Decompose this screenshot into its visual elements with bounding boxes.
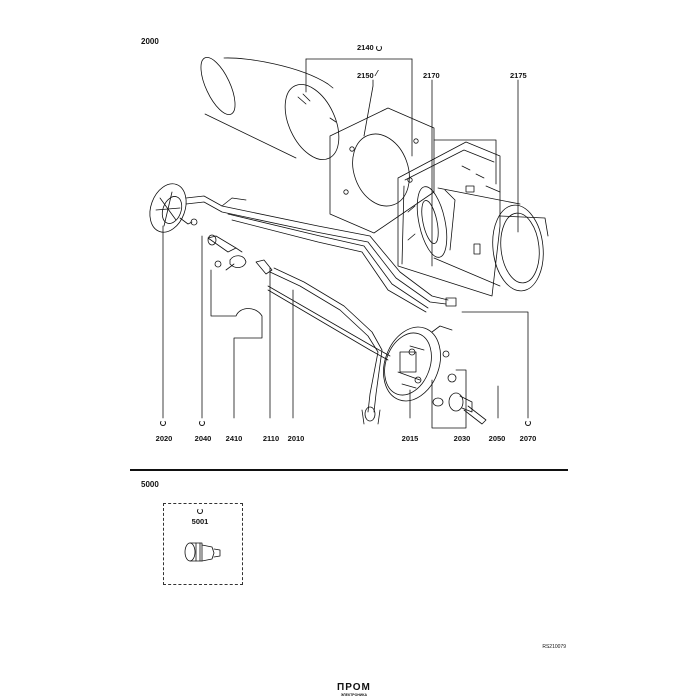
- callout-2170: 2170: [423, 71, 440, 80]
- replacement-part-icon: [197, 508, 203, 514]
- section-2000-label: 2000: [141, 37, 159, 46]
- rod-drawing: [267, 285, 391, 361]
- leader-lines-bottom: [162, 225, 529, 429]
- oil-line-drawing: [255, 259, 383, 425]
- callout-2040: 2040: [194, 434, 212, 443]
- kit-fitting-drawing: [184, 542, 221, 562]
- callout-2150: 2150: [357, 71, 374, 80]
- fan-disc-drawing: [149, 183, 198, 233]
- head-assembly-drawing: [383, 325, 453, 402]
- electrode-rods-drawing: [185, 195, 457, 313]
- callout-2050: 2050: [488, 434, 506, 443]
- kit-dashed-box: [163, 503, 243, 585]
- nozzle-drawing: [207, 234, 243, 253]
- logo-main-text: ПРОМ: [337, 682, 371, 693]
- drawing-reference: RS210079: [542, 644, 566, 650]
- callout-2175: 2175: [510, 71, 527, 80]
- logo-sub-text: ЭЛЕКТРОНИКА: [340, 693, 368, 697]
- wrench-icon: ⁄: [376, 69, 378, 78]
- gasket-plate-drawing: [329, 107, 435, 234]
- replacement-part-icon: [199, 420, 205, 426]
- callout-2140: 2140: [357, 43, 374, 52]
- blast-tube-drawing: [200, 57, 340, 160]
- callout-2030: 2030: [453, 434, 471, 443]
- replacement-part-icon: [376, 45, 382, 51]
- brand-logo: ПРОМ ЭЛЕКТРОНИКА: [337, 682, 371, 698]
- callout-5001: 5001: [191, 517, 209, 526]
- callout-2015: 2015: [401, 434, 419, 443]
- replacement-part-icon: [160, 420, 166, 426]
- replacement-part-icon: [525, 420, 531, 426]
- callout-2010: 2010: [287, 434, 305, 443]
- leader-lines-top: [305, 58, 519, 267]
- fitting-parts-drawing: [432, 373, 487, 425]
- small-parts-drawing: [214, 255, 247, 271]
- section-5000-label: 5000: [141, 480, 159, 489]
- callout-2110: 2110: [262, 434, 280, 443]
- callout-2410: 2410: [225, 434, 243, 443]
- callout-2020: 2020: [155, 434, 173, 443]
- callout-2070: 2070: [519, 434, 537, 443]
- section-divider: [130, 469, 568, 471]
- burner-housing-drawing: [397, 141, 549, 297]
